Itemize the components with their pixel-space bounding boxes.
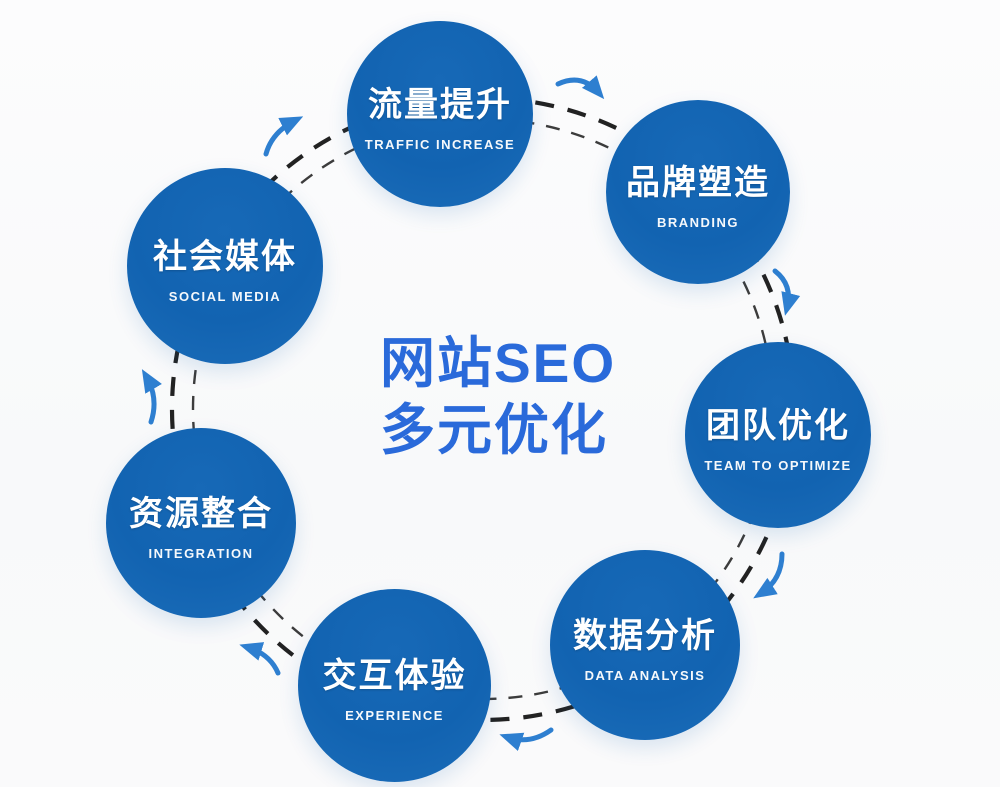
node-title: 流量提升	[368, 85, 512, 124]
node-subtitle: BRANDING	[656, 214, 740, 230]
node-social-media: 社会媒体 SOCIAL MEDIA	[127, 168, 323, 364]
diagram-title: 网站SEO 多元优化	[380, 330, 616, 464]
clockwise-arrow-icon	[141, 369, 162, 425]
node-data-analysis: 数据分析 DATA ANALYSIS	[550, 550, 740, 740]
node-traffic-increase: 流量提升 TRAFFIC INCREASE	[347, 21, 533, 207]
clockwise-arrow-icon	[499, 727, 554, 752]
clockwise-arrow-icon	[772, 268, 801, 316]
clockwise-arrow-icon	[555, 75, 605, 100]
node-experience: 交互体验 EXPERIENCE	[298, 589, 491, 782]
node-subtitle: TRAFFIC INCREASE	[364, 136, 516, 152]
node-subtitle: EXPERIENCE	[345, 708, 444, 723]
node-title: 品牌塑造	[626, 163, 770, 202]
node-title: 交互体验	[322, 657, 467, 695]
node-branding: 品牌塑造 BRANDING	[606, 100, 790, 284]
node-integration: 资源整合 INTEGRATION	[106, 428, 296, 618]
node-subtitle: SOCIAL MEDIA	[168, 288, 282, 304]
node-title: 数据分析	[573, 616, 717, 655]
node-subtitle: INTEGRATION	[148, 545, 254, 561]
diagram-title-line2: 多元优化	[380, 399, 609, 461]
node-subtitle: DATA ANALYSIS	[584, 667, 706, 683]
node-subtitle: TEAM TO OPTIMIZE	[704, 457, 852, 473]
clockwise-arrow-icon	[753, 551, 785, 599]
node-title: 资源整合	[129, 494, 273, 533]
node-title: 团队优化	[706, 406, 850, 445]
node-title: 社会媒体	[153, 237, 297, 276]
diagram-title-line1: 网站SEO	[380, 332, 617, 394]
node-team-optimize: 团队优化 TEAM TO OPTIMIZE	[685, 342, 871, 528]
clockwise-arrow-icon	[263, 116, 304, 157]
clockwise-arrow-icon	[239, 642, 281, 676]
